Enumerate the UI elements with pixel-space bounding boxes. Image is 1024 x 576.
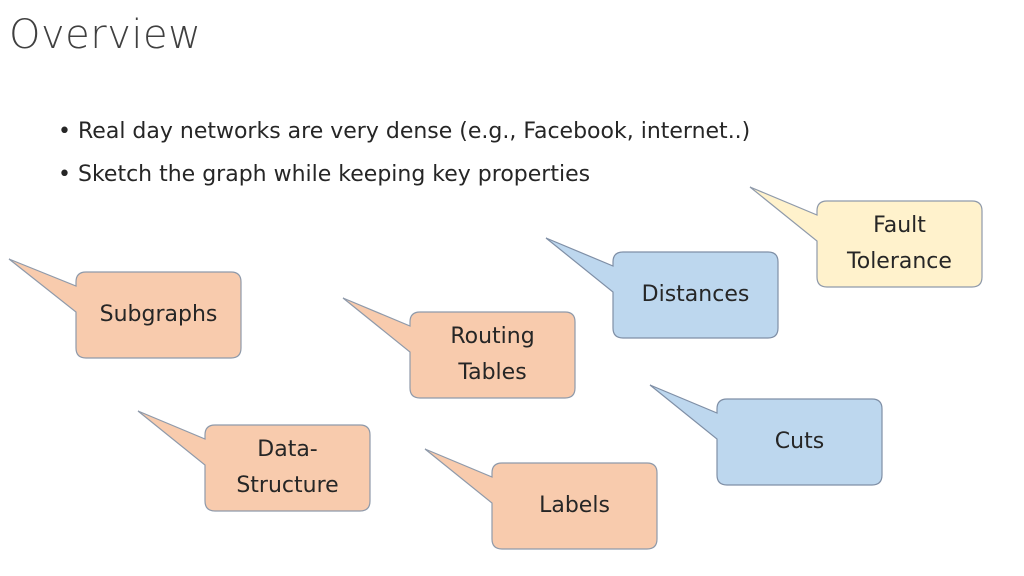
callout-labels: Labels	[539, 493, 610, 518]
callout-routing-tables: Routing Tables	[450, 324, 535, 385]
callout-routing-tables-shape	[342, 297, 576, 399]
callout-fault-tolerance: Fault Tolerance	[847, 213, 952, 274]
bullet-item: •Sketch the graph while keeping key prop…	[58, 155, 750, 198]
callout-subgraphs: Subgraphs	[99, 302, 218, 327]
callout-cuts: Cuts	[774, 429, 825, 454]
callout-data-structure: Data- Structure	[236, 437, 339, 498]
callout-distances: Distances	[641, 282, 750, 307]
bullet-icon: •	[58, 162, 71, 187]
callout-fault-tolerance-shape	[749, 186, 983, 288]
bullet-item: •Real day networks are very dense (e.g.,…	[58, 112, 750, 155]
callout-distances-shape	[545, 237, 779, 339]
callout-labels-shape	[424, 448, 658, 550]
slide-title: Overview	[9, 12, 202, 58]
callout-subgraphs-shape	[8, 258, 242, 359]
callout-data-structure-shape	[137, 410, 371, 512]
bullet-list: •Real day networks are very dense (e.g.,…	[58, 112, 750, 198]
bullet-icon: •	[58, 119, 71, 144]
callout-cuts-shape	[649, 384, 883, 486]
